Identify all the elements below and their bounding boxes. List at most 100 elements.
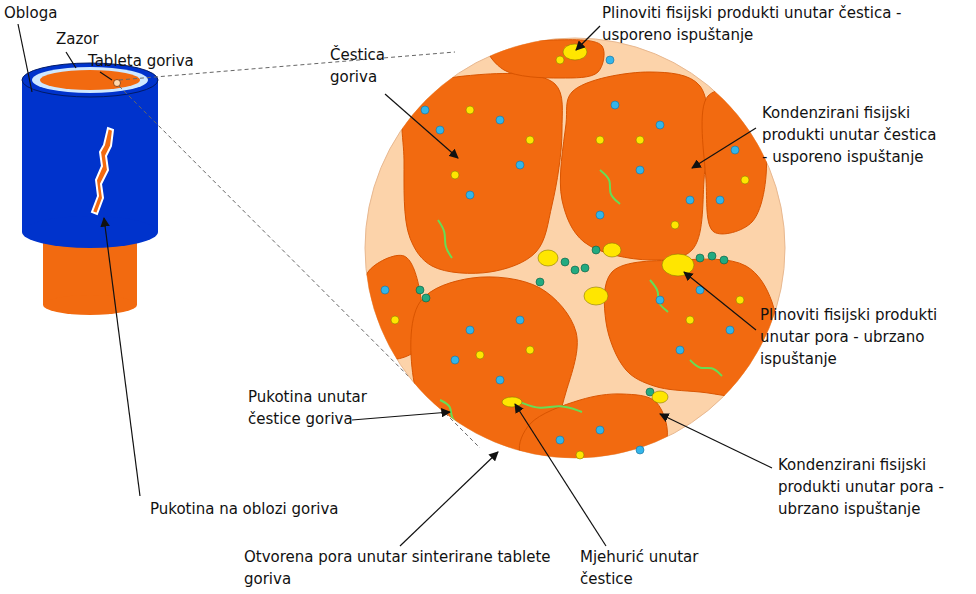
- pore-condensed-product: [561, 258, 569, 266]
- pellet-top: [40, 70, 140, 90]
- gas-bubble: [538, 250, 558, 266]
- particle-crack: [520, 402, 582, 412]
- condensed-product: [496, 116, 504, 124]
- condensed-product: [466, 191, 474, 199]
- callout-label: Tableta goriva: [88, 50, 194, 72]
- gas-bubble: [584, 287, 608, 305]
- condensed-product: [611, 101, 619, 109]
- zoom-point: [114, 80, 121, 87]
- callout-label: Plinoviti fisijski produkti unutar česti…: [602, 2, 972, 46]
- pore-condensed-product: [416, 286, 424, 294]
- condensed-product: [636, 446, 644, 454]
- magnified-pellet: [365, 38, 785, 458]
- gaseous-product: [736, 296, 744, 304]
- leader-arrow: [684, 272, 756, 330]
- condensed-product: [686, 196, 694, 204]
- gaseous-product: [526, 136, 534, 144]
- pellet-bottom: [43, 295, 137, 315]
- leader-line: [100, 72, 112, 80]
- fission-products: [381, 44, 749, 459]
- condensed-product: [656, 121, 664, 129]
- callout-label: Obloga: [4, 2, 57, 24]
- callout-label: Pukotina na oblozi goriva: [150, 498, 339, 520]
- gaseous-product: [466, 106, 474, 114]
- condensed-product: [556, 436, 564, 444]
- condensed-product: [596, 211, 604, 219]
- pore-condensed-product: [536, 278, 544, 286]
- condensed-product: [606, 56, 614, 64]
- fuel-particle: [560, 72, 707, 260]
- leader-arrow: [660, 414, 772, 468]
- condensed-product: [636, 166, 644, 174]
- fuel-particles: [362, 40, 779, 477]
- gaseous-product: [636, 136, 644, 144]
- condensed-product: [436, 126, 444, 134]
- callout-label: Čestica goriva: [330, 44, 420, 88]
- particle-crack: [690, 360, 722, 376]
- condensed-product: [726, 326, 734, 334]
- cladding-crack: [92, 128, 113, 214]
- callout-label: Mjehurić unutar čestice: [580, 546, 750, 590]
- gap-ring: [32, 67, 148, 93]
- callout-label: Plinoviti fisijski produkti unutar pora …: [760, 304, 972, 370]
- gaseous-product: [576, 451, 584, 459]
- callout-label: Kondenzirani fisijski produkti unutar če…: [762, 102, 944, 168]
- pore-condensed-product: [720, 256, 728, 264]
- condensed-product: [451, 356, 459, 364]
- leader-arrow: [352, 412, 450, 420]
- particle-crack: [440, 400, 462, 428]
- pore-condensed-product: [571, 266, 579, 274]
- gaseous-product: [391, 316, 399, 324]
- condensed-product: [716, 196, 724, 204]
- gaseous-product: [556, 56, 564, 64]
- cladding-bottom: [22, 216, 158, 248]
- gaseous-product: [451, 171, 459, 179]
- pore-condensed-product: [592, 246, 600, 254]
- condensed-product: [676, 346, 684, 354]
- condensed-product: [516, 161, 524, 169]
- leader-arrow: [104, 218, 140, 496]
- condensed-product: [381, 286, 389, 294]
- gaseous-product: [526, 346, 534, 354]
- leader-lines: [18, 24, 772, 546]
- leader-arrow: [515, 404, 606, 546]
- leader-line: [18, 24, 32, 92]
- fuel-particle: [604, 259, 778, 397]
- gaseous-product: [476, 351, 484, 359]
- condensed-product: [496, 376, 504, 384]
- pore-condensed-product: [696, 254, 704, 262]
- gaseous-product: [741, 176, 749, 184]
- fuel-particle: [702, 89, 767, 234]
- leader-arrow: [692, 128, 756, 168]
- callout-label: Zazor: [56, 28, 99, 50]
- condensed-product: [596, 426, 604, 434]
- callout-label: Kondenzirani fisijski produkti unutar po…: [778, 454, 960, 520]
- pore-condensed-product: [422, 294, 430, 302]
- particle-crack: [650, 280, 668, 312]
- leader-arrow: [400, 452, 498, 546]
- callout-label: Otvorena pora unutar sinterirane tablete…: [244, 546, 574, 590]
- condensed-product: [466, 326, 474, 334]
- gaseous-product: [686, 316, 694, 324]
- fuel-particle: [488, 40, 604, 78]
- callout-label: Pukotina unutar čestice goriva: [248, 386, 398, 430]
- fuel-particle: [402, 73, 563, 273]
- particle-crack: [600, 170, 620, 204]
- condensed-product: [516, 316, 524, 324]
- gas-bubble: [662, 254, 694, 276]
- condensed-product: [731, 146, 739, 154]
- pore-condensed-product: [581, 264, 589, 272]
- gaseous-product: [671, 221, 679, 229]
- leader-arrow: [576, 26, 600, 50]
- leader-arrow: [385, 94, 458, 158]
- gaseous-product: [596, 136, 604, 144]
- condensed-product: [656, 296, 664, 304]
- fuel-rod: [22, 63, 158, 315]
- particle-crack: [438, 220, 452, 258]
- gas-bubble: [502, 397, 522, 407]
- gas-bubble: [563, 44, 587, 60]
- condensed-product: [421, 106, 429, 114]
- cladding-body: [22, 80, 158, 232]
